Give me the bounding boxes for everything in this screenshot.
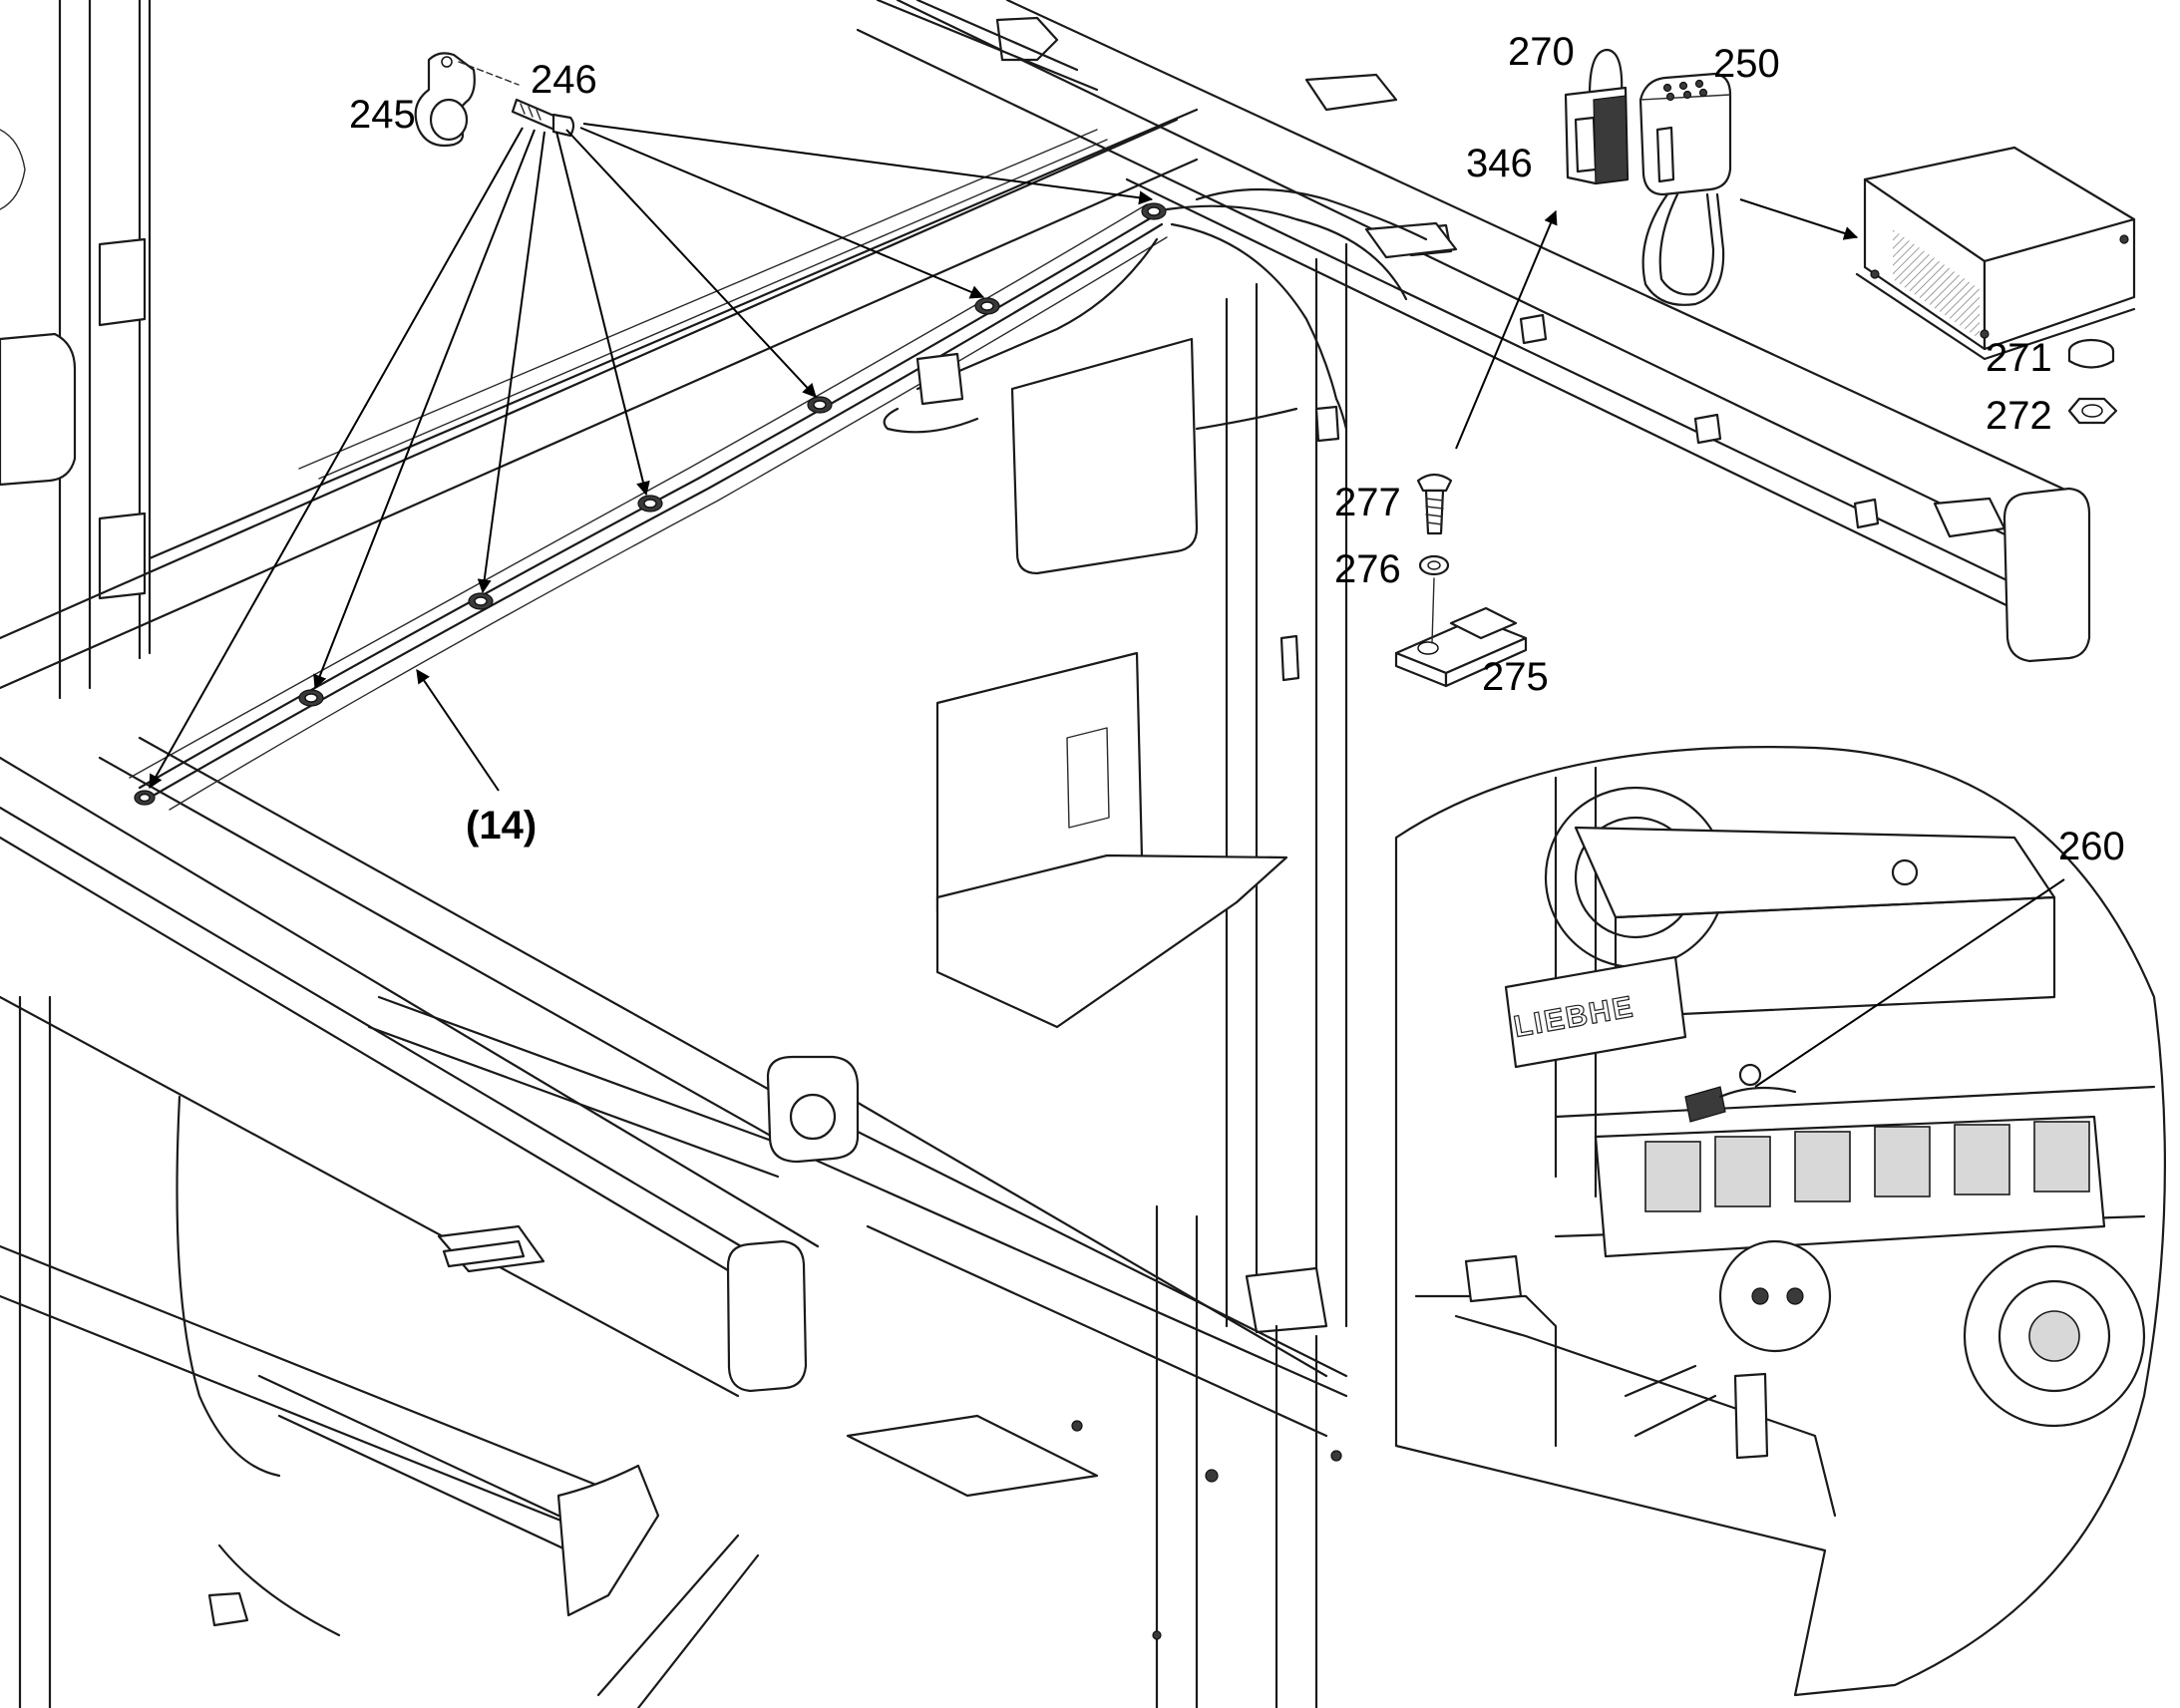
leader-lines [149,123,2065,1088]
callout-270: 270 [1508,30,1575,74]
callout-277: 277 [1334,481,1401,524]
holder-bracket-icon [1394,577,1528,688]
cap-icon [2067,338,2115,369]
callout-276: 276 [1334,547,1401,591]
bolt-icon [511,98,575,138]
callout-14: (14) [466,804,537,848]
callout-250: 250 [1713,42,1780,86]
hose-clamp-icon [414,52,520,148]
inset-detail-view: LIEBHE [1394,745,2166,1697]
callout-260: 260 [2058,825,2125,868]
callout-272: 272 [1986,394,2052,438]
connector-socket-icon [1638,72,1732,306]
callout-labels: 245 246 270 250 346 271 272 277 276 275 … [349,30,2125,868]
washer-icon [1418,554,1450,576]
nut-icon [2067,397,2118,425]
hose-clamps [134,202,1167,806]
machine-frame [0,0,2091,1708]
callout-346: 346 [1466,142,1533,185]
callout-271: 271 [1986,336,2052,380]
callout-246: 246 [531,58,597,102]
control-box-icon [1855,146,2136,361]
screw-icon [1416,473,1453,535]
callout-275: 275 [1482,655,1549,699]
bridge-plug-icon [1564,48,1630,185]
hose-harness [129,187,1428,811]
callout-245: 245 [349,93,416,137]
